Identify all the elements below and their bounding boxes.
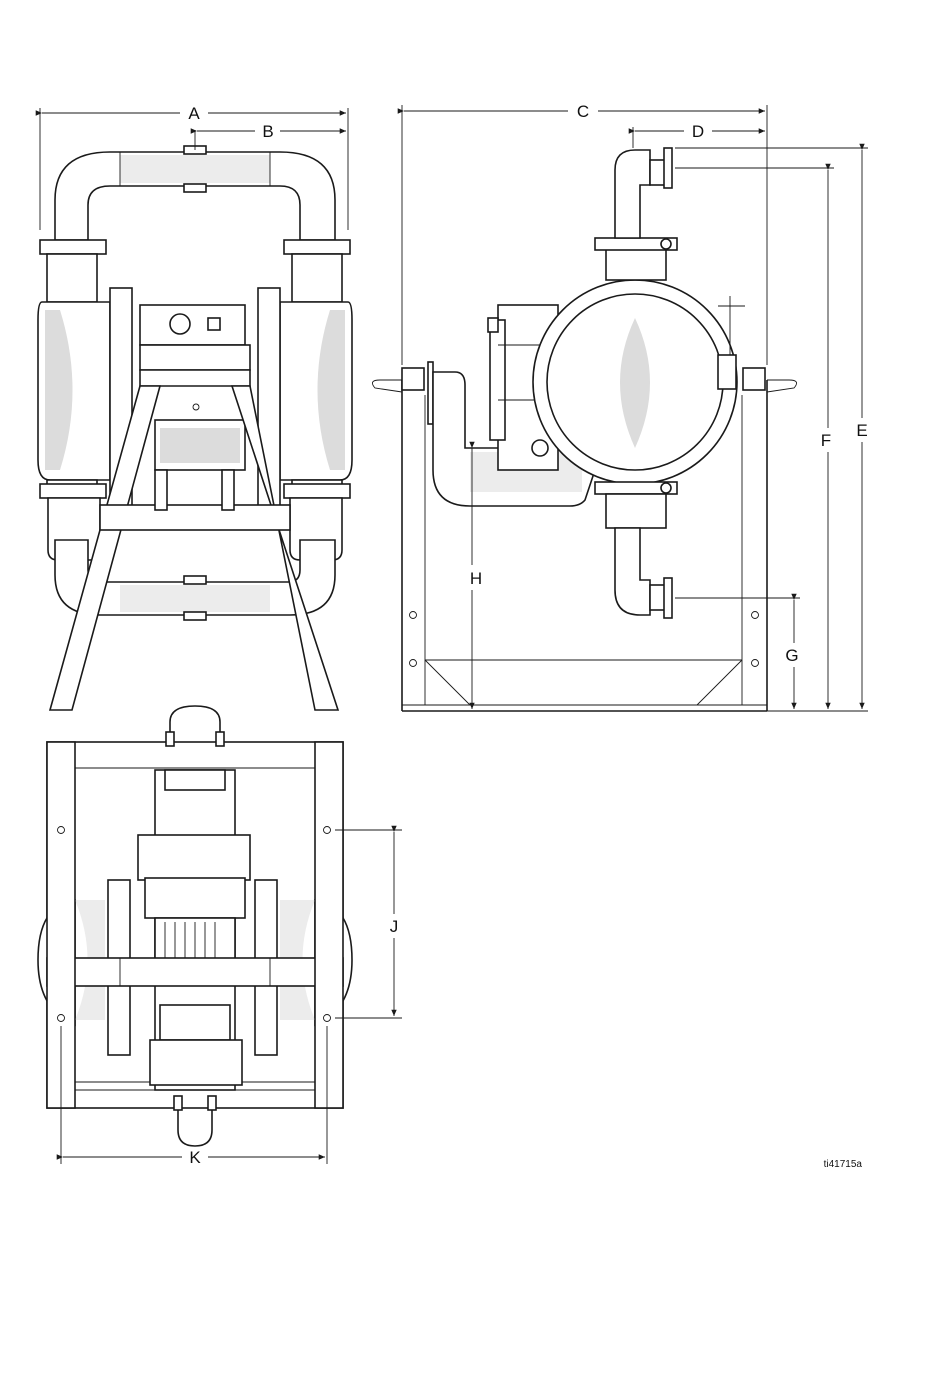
- dim-label-f: F: [821, 431, 831, 450]
- dim-label-h: H: [470, 569, 482, 588]
- reference-id: ti41715a: [824, 1159, 863, 1170]
- dim-label-b: B: [262, 122, 273, 141]
- front-view: [38, 146, 352, 710]
- dim-label-g: G: [785, 646, 798, 665]
- dim-label-j: J: [390, 917, 399, 936]
- dim-label-d: D: [692, 122, 704, 141]
- dim-label-k: K: [189, 1148, 201, 1167]
- side-view: [372, 148, 796, 711]
- dim-label-c: C: [577, 102, 589, 121]
- top-view: [38, 706, 352, 1146]
- dim-label-e: E: [856, 421, 867, 440]
- dim-label-a: A: [188, 104, 200, 123]
